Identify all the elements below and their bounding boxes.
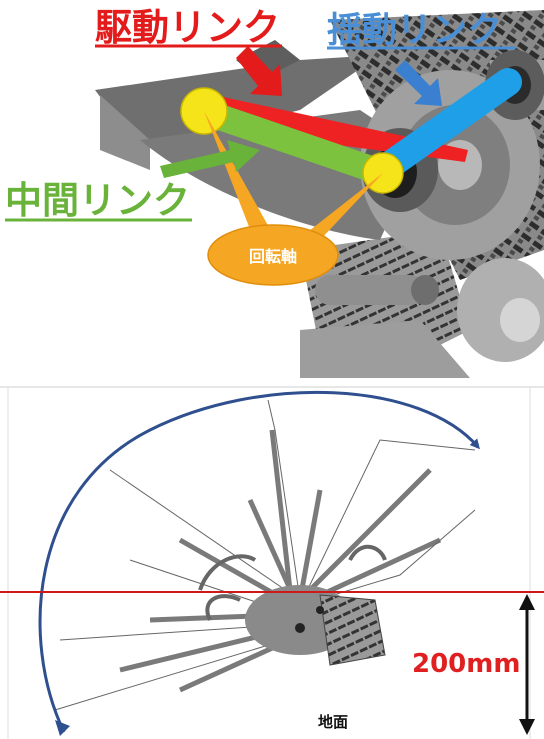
rotation-axis-callout: 回転軸	[204, 111, 383, 286]
leg-positions	[54, 399, 476, 711]
rotation-axis-label: 回転軸	[249, 247, 297, 266]
swing-arc-arrow	[38, 390, 480, 733]
robot-body	[245, 585, 386, 666]
ground-label: 地面	[318, 713, 348, 731]
middle-link-label: 中間リンク	[5, 179, 190, 222]
swing-arc-arrowhead-start	[55, 720, 70, 736]
rocker-link-pointer-arrow	[395, 60, 442, 106]
middle-link-pointer-arrow	[160, 140, 260, 178]
rocker-link-label: 揺動リンク	[327, 11, 502, 51]
middle-link-bar	[200, 99, 385, 185]
drive-link-pointer-arrow	[236, 46, 282, 96]
height-dimension	[519, 594, 535, 735]
height-label: 200mm	[412, 649, 520, 679]
rocker-link-bar	[366, 68, 522, 186]
drive-link-label: 駆動リンク	[95, 6, 280, 49]
leg-sweep-panel: 200mm 地面	[0, 380, 544, 739]
